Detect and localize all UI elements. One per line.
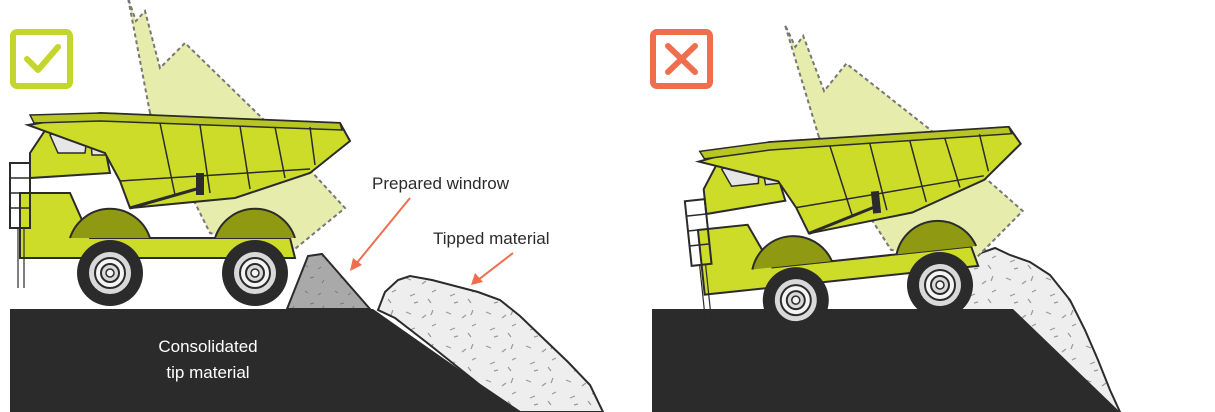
- cross-icon: [653, 32, 710, 86]
- consolidated-label-line2: tip material: [166, 363, 249, 382]
- panel-correct: Prepared windrow Tipped material Consoli…: [10, 0, 603, 412]
- tipped-material-arrow: [471, 253, 513, 285]
- tipped-material-label: Tipped material: [433, 229, 550, 248]
- checkmark-icon: [13, 32, 70, 86]
- panel-incorrect: [652, 2, 1120, 412]
- windrow-arrow: [350, 198, 410, 271]
- consolidated-label-line1: Consolidated: [158, 337, 257, 356]
- prepared-windrow-label: Prepared windrow: [372, 174, 510, 193]
